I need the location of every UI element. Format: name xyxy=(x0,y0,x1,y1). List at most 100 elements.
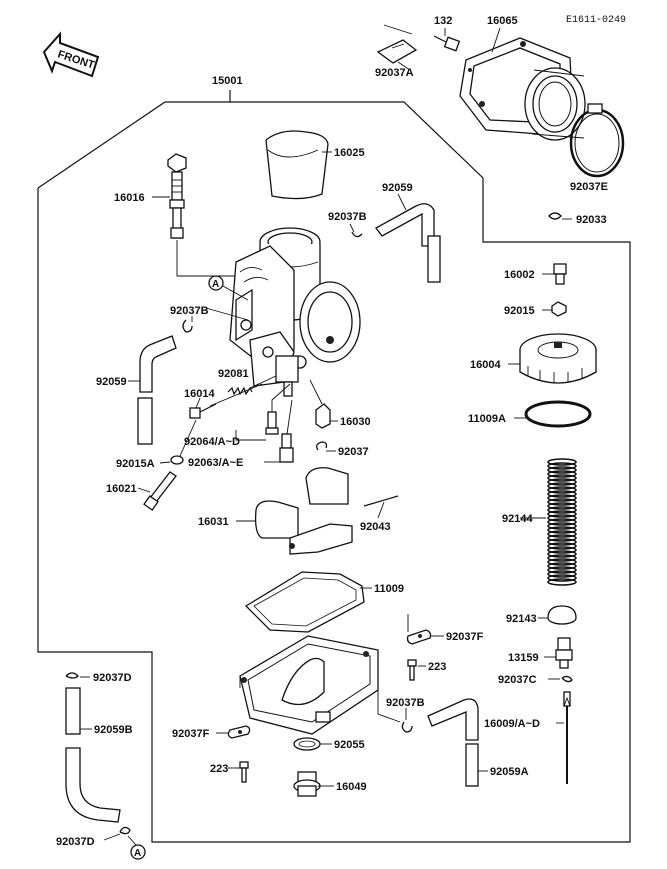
screw-223-right xyxy=(407,659,417,681)
clip-92037B-low xyxy=(401,721,413,733)
spring-coil xyxy=(547,506,577,514)
clamp-92037E xyxy=(569,103,625,178)
label-132: 132 xyxy=(434,15,452,27)
label-92081: 92081 xyxy=(218,368,249,380)
spring-coil xyxy=(547,486,577,494)
front-arrow-icon: FRONT xyxy=(42,31,100,78)
spring-coil xyxy=(547,474,577,482)
label-16004: 16004 xyxy=(470,359,501,371)
label-16049: 16049 xyxy=(336,781,367,793)
label-11009: 11009 xyxy=(374,583,404,595)
bracket-92037F-left xyxy=(227,725,251,739)
top-cap-16004 xyxy=(519,333,597,384)
label-92064: 92064/A~D xyxy=(184,436,240,448)
plug-16049 xyxy=(293,771,321,797)
spring-coil xyxy=(547,478,577,486)
jet-needle-16009 xyxy=(563,691,571,784)
label-92143: 92143 xyxy=(506,613,537,625)
spring-coil xyxy=(547,566,577,574)
vent-hose-left xyxy=(137,335,177,445)
label-92055: 92055 xyxy=(334,739,365,751)
intake-boot xyxy=(459,37,586,141)
spring-coil xyxy=(547,458,577,466)
spring-coil xyxy=(547,522,577,530)
spring-coil xyxy=(547,490,577,498)
vent-hose-top xyxy=(375,203,441,283)
vent-hose-92059B xyxy=(65,687,121,823)
adjust-screw-16016 xyxy=(167,153,187,239)
label-92059A: 92059A xyxy=(490,766,529,778)
label-92037A: 92037A xyxy=(375,67,414,79)
washer-92015A xyxy=(170,455,184,465)
label-92043: 92043 xyxy=(360,521,391,533)
spring-coil xyxy=(547,514,577,522)
label-92037E: 92037E xyxy=(570,181,608,193)
spring-coil xyxy=(547,542,577,550)
clip-92037D-bottom xyxy=(119,826,131,835)
spring-coil xyxy=(547,526,577,534)
clip-92037B-top xyxy=(351,231,363,238)
label-223-right: 223 xyxy=(428,661,446,673)
spring-coil xyxy=(547,530,577,538)
label-92037C: 92037C xyxy=(498,674,537,686)
spring-coil xyxy=(547,558,577,566)
oring-11009A xyxy=(524,400,592,428)
label-92037B-mid: 92037B xyxy=(170,305,209,317)
spring-92144 xyxy=(547,458,577,586)
spring-coil xyxy=(547,554,577,562)
assembly-outline xyxy=(37,90,631,843)
label-92037B-top: 92037B xyxy=(328,211,367,223)
label-92059-top: 92059 xyxy=(382,182,413,194)
label-92063: 92063/A~E xyxy=(188,457,243,469)
clip-92037B-mid xyxy=(182,319,193,333)
label-13159: 13159 xyxy=(508,652,539,664)
spring-coil xyxy=(547,482,577,490)
drawing-code: E1611-0249 xyxy=(566,15,626,26)
label-92037D-top: 92037D xyxy=(93,672,132,684)
label-11009A: 11009A xyxy=(468,413,506,425)
label-92037F-right: 92037F xyxy=(446,631,484,643)
label-92037F-left: 92037F xyxy=(172,728,210,740)
clip-92037 xyxy=(316,441,328,451)
jet-92063 xyxy=(279,433,294,463)
spring-seat-92143 xyxy=(547,605,577,625)
gasket-11009 xyxy=(244,571,365,633)
holder-13159 xyxy=(555,637,573,669)
clip-92033 xyxy=(548,212,562,220)
bracket-92037F-right xyxy=(406,629,432,645)
assembly-label: 15001 xyxy=(212,75,243,87)
carburetor-body xyxy=(229,227,361,397)
label-92015A: 92015A xyxy=(116,458,155,470)
label-16031: 16031 xyxy=(198,516,229,528)
label-92144: 92144 xyxy=(502,513,533,525)
pin-92043 xyxy=(363,495,399,507)
spring-coil xyxy=(547,562,577,570)
clip-92037D-top xyxy=(65,672,79,679)
label-16025: 16025 xyxy=(334,147,365,159)
marker-a-label-top: A xyxy=(212,279,219,290)
spring-coil xyxy=(547,494,577,502)
spring-coil xyxy=(547,546,577,554)
vent-hose-92059A xyxy=(427,698,479,787)
label-92059-left: 92059 xyxy=(96,376,127,388)
bolt-132 xyxy=(433,35,461,52)
screw-16021 xyxy=(143,471,177,511)
label-16016: 16016 xyxy=(114,192,145,204)
label-16021: 16021 xyxy=(106,483,137,495)
spring-coil xyxy=(547,518,577,526)
label-16009: 16009/A~D xyxy=(484,718,540,730)
reference-marker-a-bottom: A xyxy=(130,844,146,860)
label-16014: 16014 xyxy=(184,388,215,400)
top-cover-16025 xyxy=(265,130,329,200)
label-16065: 16065 xyxy=(487,15,518,27)
spring-coil xyxy=(547,498,577,506)
clip-92037C xyxy=(561,675,573,683)
nut-92015 xyxy=(551,301,567,317)
label-92037B-low: 92037B xyxy=(386,697,425,709)
cap-screw-16002 xyxy=(553,263,567,285)
spring-coil xyxy=(547,466,577,474)
spring-coil xyxy=(547,510,577,518)
label-16002: 16002 xyxy=(504,269,535,281)
